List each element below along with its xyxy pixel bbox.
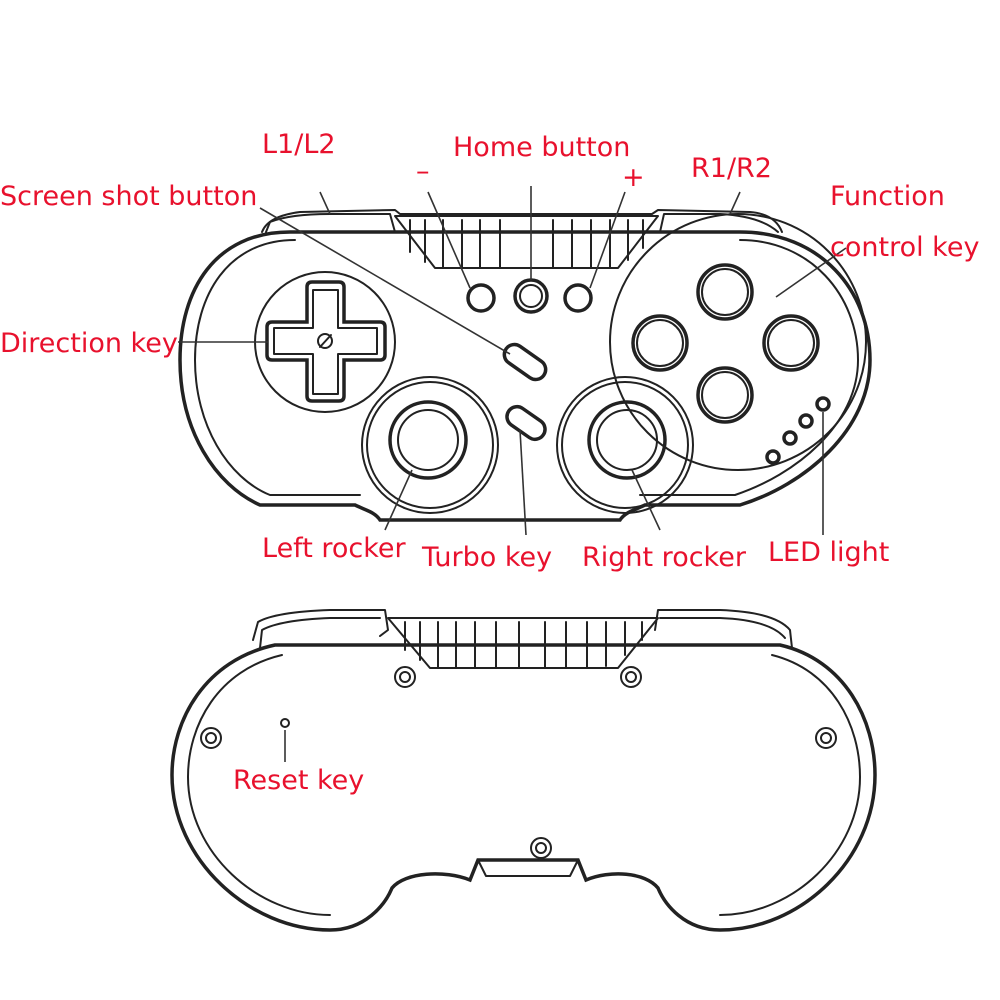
plus-button[interactable] bbox=[563, 283, 593, 313]
back-right-bumper-inner bbox=[659, 617, 786, 639]
label-direction-key: Direction key bbox=[0, 328, 178, 359]
back-left-bumper bbox=[252, 609, 389, 641]
home-button[interactable] bbox=[513, 278, 549, 314]
label-led-light: LED light bbox=[768, 537, 889, 568]
label-minus: – bbox=[416, 156, 430, 187]
controller-back-view bbox=[170, 609, 877, 932]
left-rocker[interactable] bbox=[361, 376, 499, 514]
top-grip-ribs bbox=[409, 219, 644, 269]
front-body-inner-outline bbox=[194, 239, 859, 496]
function-control-keys[interactable] bbox=[631, 263, 820, 424]
back-grip bbox=[387, 617, 659, 669]
label-left-rocker: Left rocker bbox=[262, 533, 407, 564]
back-body-inner-outline bbox=[187, 654, 861, 916]
screenshot-button[interactable] bbox=[500, 341, 549, 384]
label-r1-r2: R1/R2 bbox=[691, 153, 772, 184]
label-function-line2: control key bbox=[830, 232, 979, 263]
right-rocker[interactable] bbox=[556, 376, 694, 514]
label-function-line1: Function bbox=[830, 181, 945, 212]
label-screenshot-button: Screen shot button bbox=[0, 181, 257, 212]
direction-key[interactable] bbox=[265, 280, 387, 403]
labels: L1/L2 Home button – + R1/R2 Screen shot … bbox=[0, 129, 979, 796]
minus-button[interactable] bbox=[466, 283, 496, 313]
label-home-button: Home button bbox=[453, 132, 630, 163]
screw-bottom bbox=[530, 837, 552, 859]
reset-key[interactable] bbox=[280, 718, 290, 728]
face-button-panel bbox=[609, 213, 867, 471]
screw-top-left bbox=[394, 666, 416, 688]
label-l1-l2: L1/L2 bbox=[262, 129, 336, 160]
screw-right bbox=[815, 727, 837, 749]
screw-top-right bbox=[620, 666, 642, 688]
led-lights bbox=[765, 396, 831, 465]
r1-r2-bumper bbox=[659, 213, 779, 233]
back-notch bbox=[477, 859, 579, 877]
back-left-bumper-inner bbox=[259, 617, 381, 649]
back-right-bumper bbox=[654, 609, 793, 649]
leader-lines bbox=[178, 186, 847, 762]
label-turbo-key: Turbo key bbox=[421, 542, 552, 573]
label-plus: + bbox=[622, 162, 645, 193]
top-grip bbox=[394, 215, 659, 269]
turbo-key[interactable] bbox=[503, 403, 549, 443]
label-reset-key: Reset key bbox=[233, 765, 364, 796]
screw-left bbox=[200, 727, 222, 749]
controller-front-view bbox=[178, 209, 872, 522]
label-right-rocker: Right rocker bbox=[582, 542, 747, 573]
